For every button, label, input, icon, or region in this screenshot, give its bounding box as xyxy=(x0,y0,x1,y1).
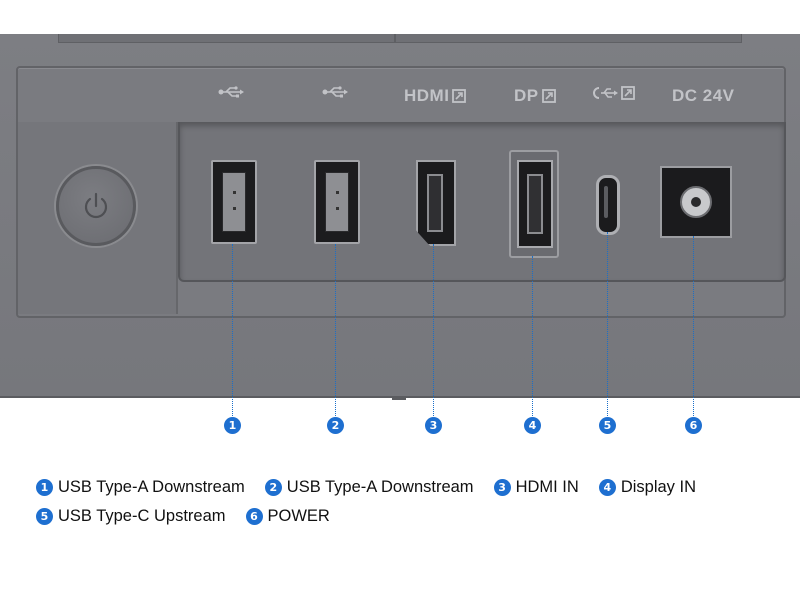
power-symbol-icon xyxy=(84,192,108,219)
dc-label-text: DC 24V xyxy=(672,86,735,105)
usb-c-data-icon xyxy=(593,87,618,99)
callout-badge-3: 3 xyxy=(425,417,442,434)
legend-label: USB Type-C Upstream xyxy=(58,507,226,525)
legend-item: 1 USB Type-A Downstream xyxy=(36,478,245,497)
hdcp-box-icon xyxy=(452,89,467,103)
callout-line-6 xyxy=(693,236,694,416)
port-legend: 1 USB Type-A Downstream 2 USB Type-A Dow… xyxy=(36,473,776,531)
top-seam-right xyxy=(395,34,742,43)
callout-badge-2: 2 xyxy=(327,417,344,434)
legend-number: 4 xyxy=(598,479,616,496)
callout-badge-6: 6 xyxy=(685,417,702,434)
dc-power-port xyxy=(660,166,732,238)
callout-line-4 xyxy=(532,256,533,416)
usb-label-1 xyxy=(218,86,244,98)
usb-trident-icon xyxy=(322,86,348,98)
legend-label: POWER xyxy=(267,507,330,525)
hdcp-box-icon xyxy=(621,86,635,100)
legend-number: 1 xyxy=(36,479,53,496)
hdcp-box-icon xyxy=(541,89,556,103)
legend-item: 3 HDMI IN xyxy=(493,478,579,497)
legend-number: 6 xyxy=(245,508,263,525)
callout-badge-1: 1 xyxy=(224,417,241,434)
stand-notch xyxy=(392,396,406,400)
legend-item: 4 Display IN xyxy=(598,478,696,497)
usb-c-port xyxy=(596,175,620,235)
callout-line-1 xyxy=(232,244,233,416)
displayport-frame xyxy=(509,150,559,258)
legend-number: 5 xyxy=(36,508,53,525)
legend-label: USB Type-A Downstream xyxy=(58,478,245,496)
usb-trident-icon xyxy=(218,86,244,98)
callout-line-2 xyxy=(335,244,336,416)
dp-label: DP xyxy=(514,86,556,106)
usb-c-label xyxy=(590,86,635,100)
top-seam-left xyxy=(58,34,395,43)
hdmi-label-text: HDMI xyxy=(404,86,450,105)
legend-row-2: 5 USB Type-C Upstream 6 POWER xyxy=(36,502,776,531)
callout-line-5 xyxy=(607,232,608,416)
legend-number: 3 xyxy=(493,479,511,496)
callout-badge-4: 4 xyxy=(524,417,541,434)
power-button-panel xyxy=(18,122,178,314)
legend-label: HDMI IN xyxy=(515,478,579,496)
usb-a-port-1 xyxy=(211,160,257,244)
usb-label-2 xyxy=(322,86,348,98)
hdmi-port xyxy=(416,160,456,246)
legend-item: 6 POWER xyxy=(245,507,330,526)
dp-label-text: DP xyxy=(514,86,539,105)
dc-label: DC 24V xyxy=(672,86,735,106)
port-label-strip: HDMI DP xyxy=(18,68,784,124)
displayport-port xyxy=(517,160,553,248)
legend-label: USB Type-A Downstream xyxy=(286,478,474,496)
callout-badge-5: 5 xyxy=(599,417,616,434)
power-button[interactable] xyxy=(56,166,136,246)
usb-a-port-2 xyxy=(314,160,360,244)
legend-row-1: 1 USB Type-A Downstream 2 USB Type-A Dow… xyxy=(36,473,776,502)
legend-number: 2 xyxy=(264,479,282,496)
legend-item: 2 USB Type-A Downstream xyxy=(264,478,474,497)
hdmi-label: HDMI xyxy=(404,86,467,106)
legend-item: 5 USB Type-C Upstream xyxy=(36,507,226,526)
legend-label: Display IN xyxy=(620,478,696,496)
callout-line-3 xyxy=(433,244,434,416)
